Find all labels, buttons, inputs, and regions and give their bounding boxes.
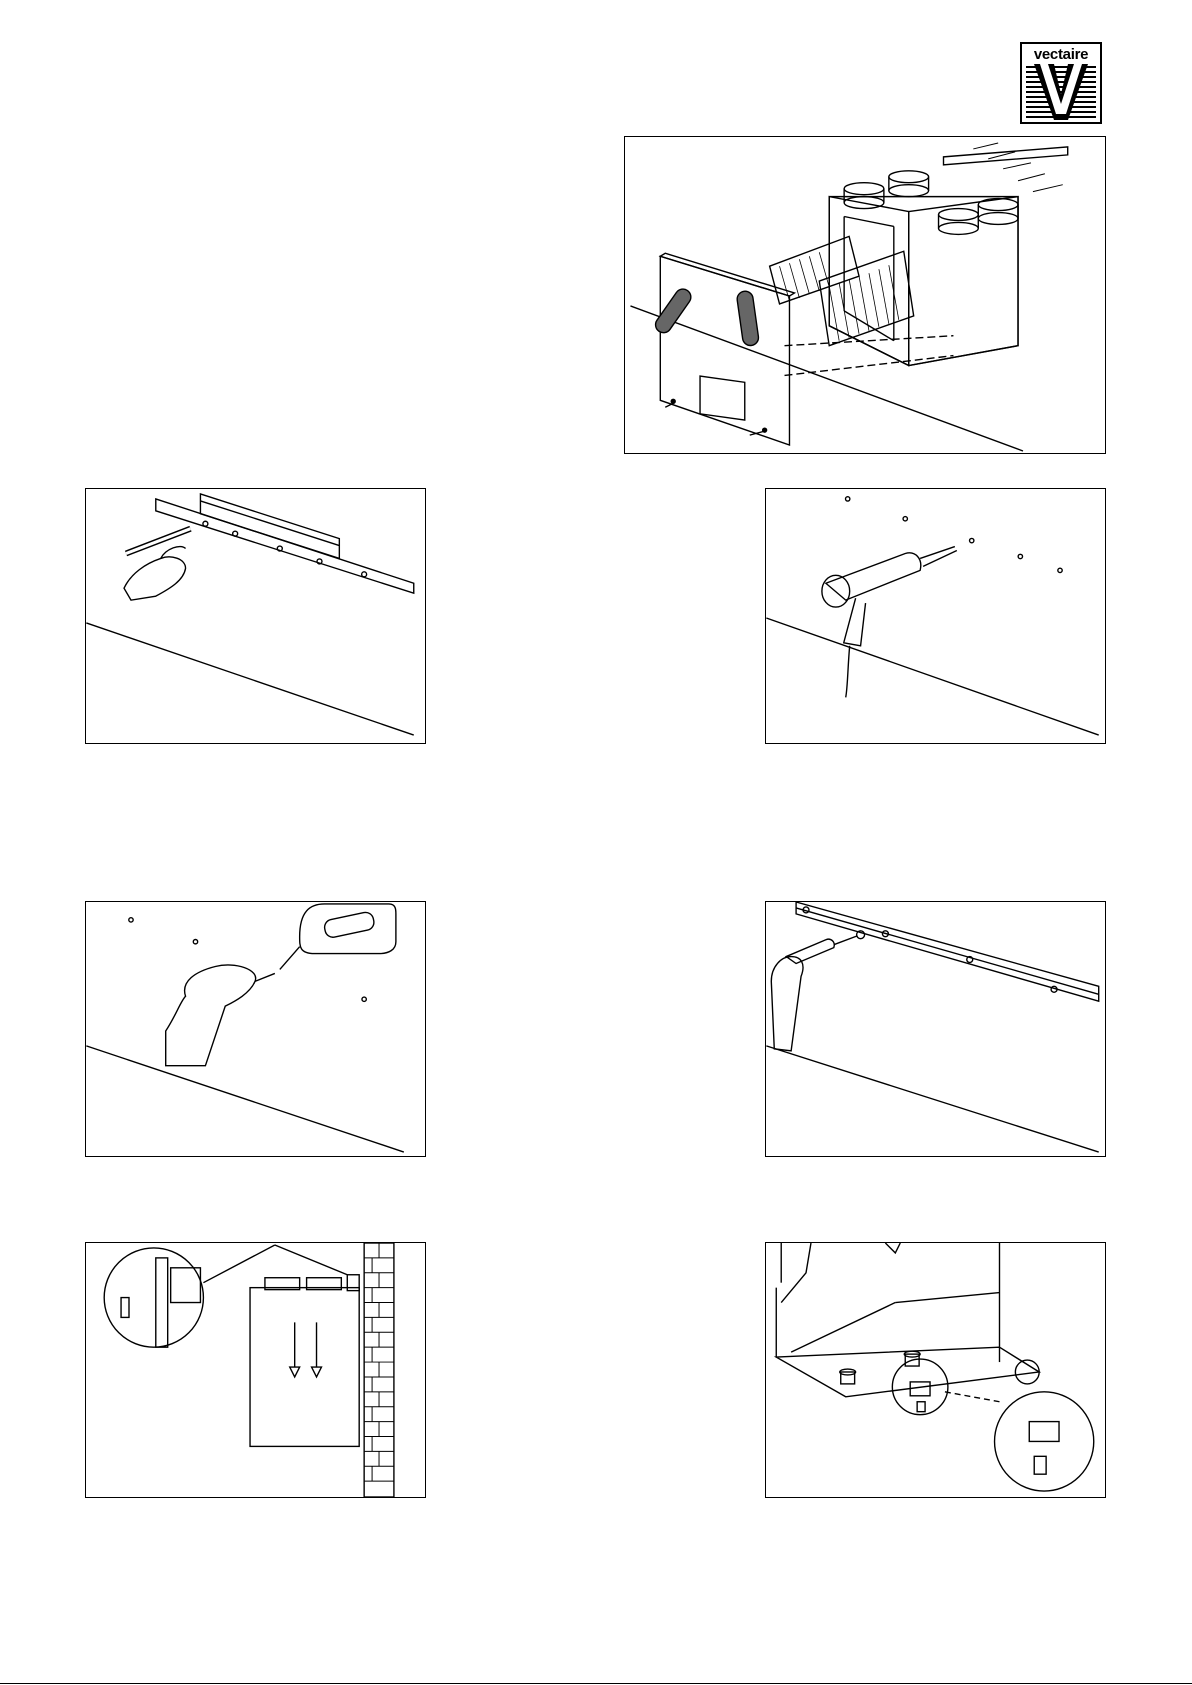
vectaire-logo: vectaire xyxy=(1020,42,1102,124)
hang-unit-on-wall-illustration-icon xyxy=(86,1243,425,1497)
figure-drill-holes xyxy=(765,488,1106,744)
logo-text: vectaire xyxy=(1022,46,1100,63)
figure-fix-base xyxy=(765,1242,1106,1498)
screw-bracket-illustration-icon xyxy=(766,902,1105,1156)
figure-insert-plugs xyxy=(85,901,426,1157)
logo-v-icon xyxy=(1026,64,1096,120)
fix-base-bracket-illustration-icon xyxy=(766,1243,1105,1497)
figure-unit-exploded xyxy=(624,136,1106,454)
figure-mark-bracket xyxy=(85,488,426,744)
insert-wall-plugs-illustration-icon xyxy=(86,902,425,1156)
footer-rule xyxy=(0,1683,1192,1684)
unit-exploded-illustration-icon xyxy=(625,137,1105,453)
figure-hang-unit xyxy=(85,1242,426,1498)
mark-bracket-holes-illustration-icon xyxy=(86,489,425,743)
drill-holes-illustration-icon xyxy=(766,489,1105,743)
figure-screw-bracket xyxy=(765,901,1106,1157)
